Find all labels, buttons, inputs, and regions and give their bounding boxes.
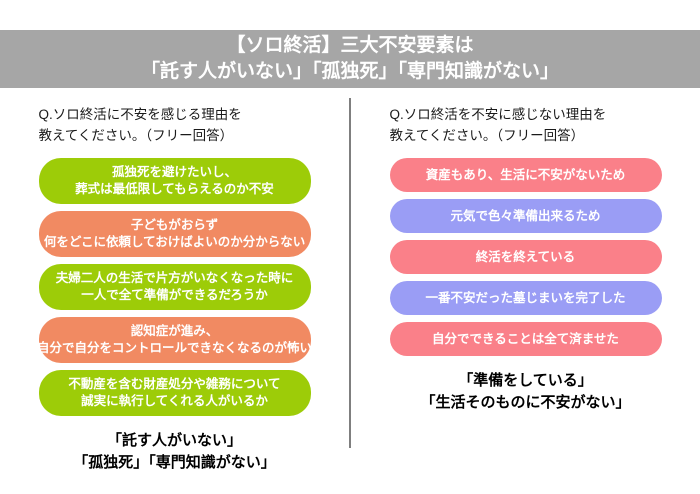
left-conclusion-line-1: 「託す人がいない」 bbox=[106, 432, 242, 449]
answer-pill: 元気で色々準備出来るため bbox=[389, 199, 662, 233]
answer-pill-line-1: 不動産を含む財産処分や雑務について bbox=[68, 377, 281, 391]
answer-pill-line-2: 葬式は最低限してもらえるのか不安 bbox=[75, 182, 274, 196]
answer-pill-line-1: 孤独死を避けたいし、 bbox=[111, 165, 237, 179]
header-title-line-2: 「託す人がいない」「孤独死」「専門知識がない」 bbox=[140, 61, 559, 82]
answer-pill: 自分でできることは全て済ませた bbox=[389, 322, 662, 356]
answer-pill-line-2: 誠実に執行してくれる人がいるか bbox=[81, 394, 268, 408]
answer-pill: 終活を終えている bbox=[389, 240, 662, 274]
left-column-anxious: Q.ソロ終活に不安を感じる理由を 教えてください。（フリー回答） 孤独死を避けた… bbox=[0, 96, 349, 471]
right-answer-list: 資産もあり、生活に不安がないため 元気で色々準備出来るため 終活を終えている 一… bbox=[389, 158, 662, 356]
answer-pill-line-1: 夫婦二人の生活で片方がいなくなった時に bbox=[55, 271, 294, 285]
left-question-line-1: Q.ソロ終活に不安を感じる理由を bbox=[38, 107, 242, 122]
right-conclusion-line-1: 「準備をしている」 bbox=[458, 372, 593, 389]
answer-pill-line-2: 一人で全て準備ができるだろうか bbox=[81, 288, 268, 302]
column-divider bbox=[349, 98, 351, 448]
answer-pill-line-1: 一番不安だった墓じまいを完了した bbox=[425, 290, 626, 305]
comparison-columns: Q.ソロ終活に不安を感じる理由を 教えてください。（フリー回答） 孤独死を避けた… bbox=[0, 96, 700, 471]
left-answer-list: 孤独死を避けたいし、 葬式は最低限してもらえるのか不安 子どもがおらず 何をどこ… bbox=[37, 158, 313, 416]
left-conclusion-line-2: 「孤独死」「専門知識がない」 bbox=[73, 454, 276, 471]
answer-pill: 子どもがおらず 何をどこに依頼しておけばよいのか分からない bbox=[38, 211, 311, 257]
answer-pill: 不動産を含む財産処分や雑務について 誠実に執行してくれる人がいるか bbox=[38, 370, 311, 416]
header-title-line-1: 【ソロ終活】三大不安要素は bbox=[226, 35, 474, 56]
answer-pill-line-1: 資産もあり、生活に不安がないため bbox=[425, 167, 626, 182]
answer-pill-line-2: 何をどこに依頼しておけばよいのか分からない bbox=[43, 235, 306, 249]
left-question: Q.ソロ終活に不安を感じる理由を 教えてください。（フリー回答） bbox=[39, 104, 311, 146]
answer-pill: 孤独死を避けたいし、 葬式は最低限してもらえるのか不安 bbox=[38, 158, 311, 204]
answer-pill-line-1: 終活を終えている bbox=[475, 249, 576, 264]
left-conclusion: 「託す人がいない」 「孤独死」「専門知識がない」 bbox=[73, 430, 276, 474]
answer-pill-line-1: 元気で色々準備出来るため bbox=[450, 208, 601, 223]
left-question-line-2: 教えてください。（フリー回答） bbox=[38, 128, 234, 143]
answer-pill-line-1: 自分でできることは全て済ませた bbox=[432, 331, 619, 346]
right-question-line-2: 教えてください。（フリー回答） bbox=[389, 128, 585, 143]
right-question-line-1: Q.ソロ終活を不安に感じない理由を bbox=[389, 107, 607, 122]
answer-pill: 資産もあり、生活に不安がないため bbox=[389, 158, 662, 192]
right-question: Q.ソロ終活を不安に感じない理由を 教えてください。（フリー回答） bbox=[390, 104, 662, 146]
right-conclusion: 「準備をしている」 「生活そのものに不安がない」 bbox=[420, 370, 630, 414]
answer-pill-line-1: 認知症が進み、 bbox=[130, 324, 219, 338]
right-column-not-anxious: Q.ソロ終活を不安に感じない理由を 教えてください。（フリー回答） 資産もあり、… bbox=[351, 96, 700, 461]
right-conclusion-line-2: 「生活そのものに不安がない」 bbox=[420, 394, 631, 411]
answer-pill-line-1: 子どもがおらず bbox=[130, 218, 219, 232]
answer-pill: 夫婦二人の生活で片方がいなくなった時に 一人で全て準備ができるだろうか bbox=[38, 264, 311, 310]
answer-pill: 認知症が進み、 自分で自分をコントロールできなくなるのが怖い bbox=[37, 317, 313, 363]
header-banner: 【ソロ終活】三大不安要素は 「託す人がいない」「孤独死」「専門知識がない」 bbox=[0, 30, 700, 88]
answer-pill: 一番不安だった墓じまいを完了した bbox=[389, 281, 662, 315]
answer-pill-line-2: 自分で自分をコントロールできなくなるのが怖い bbox=[37, 341, 313, 355]
